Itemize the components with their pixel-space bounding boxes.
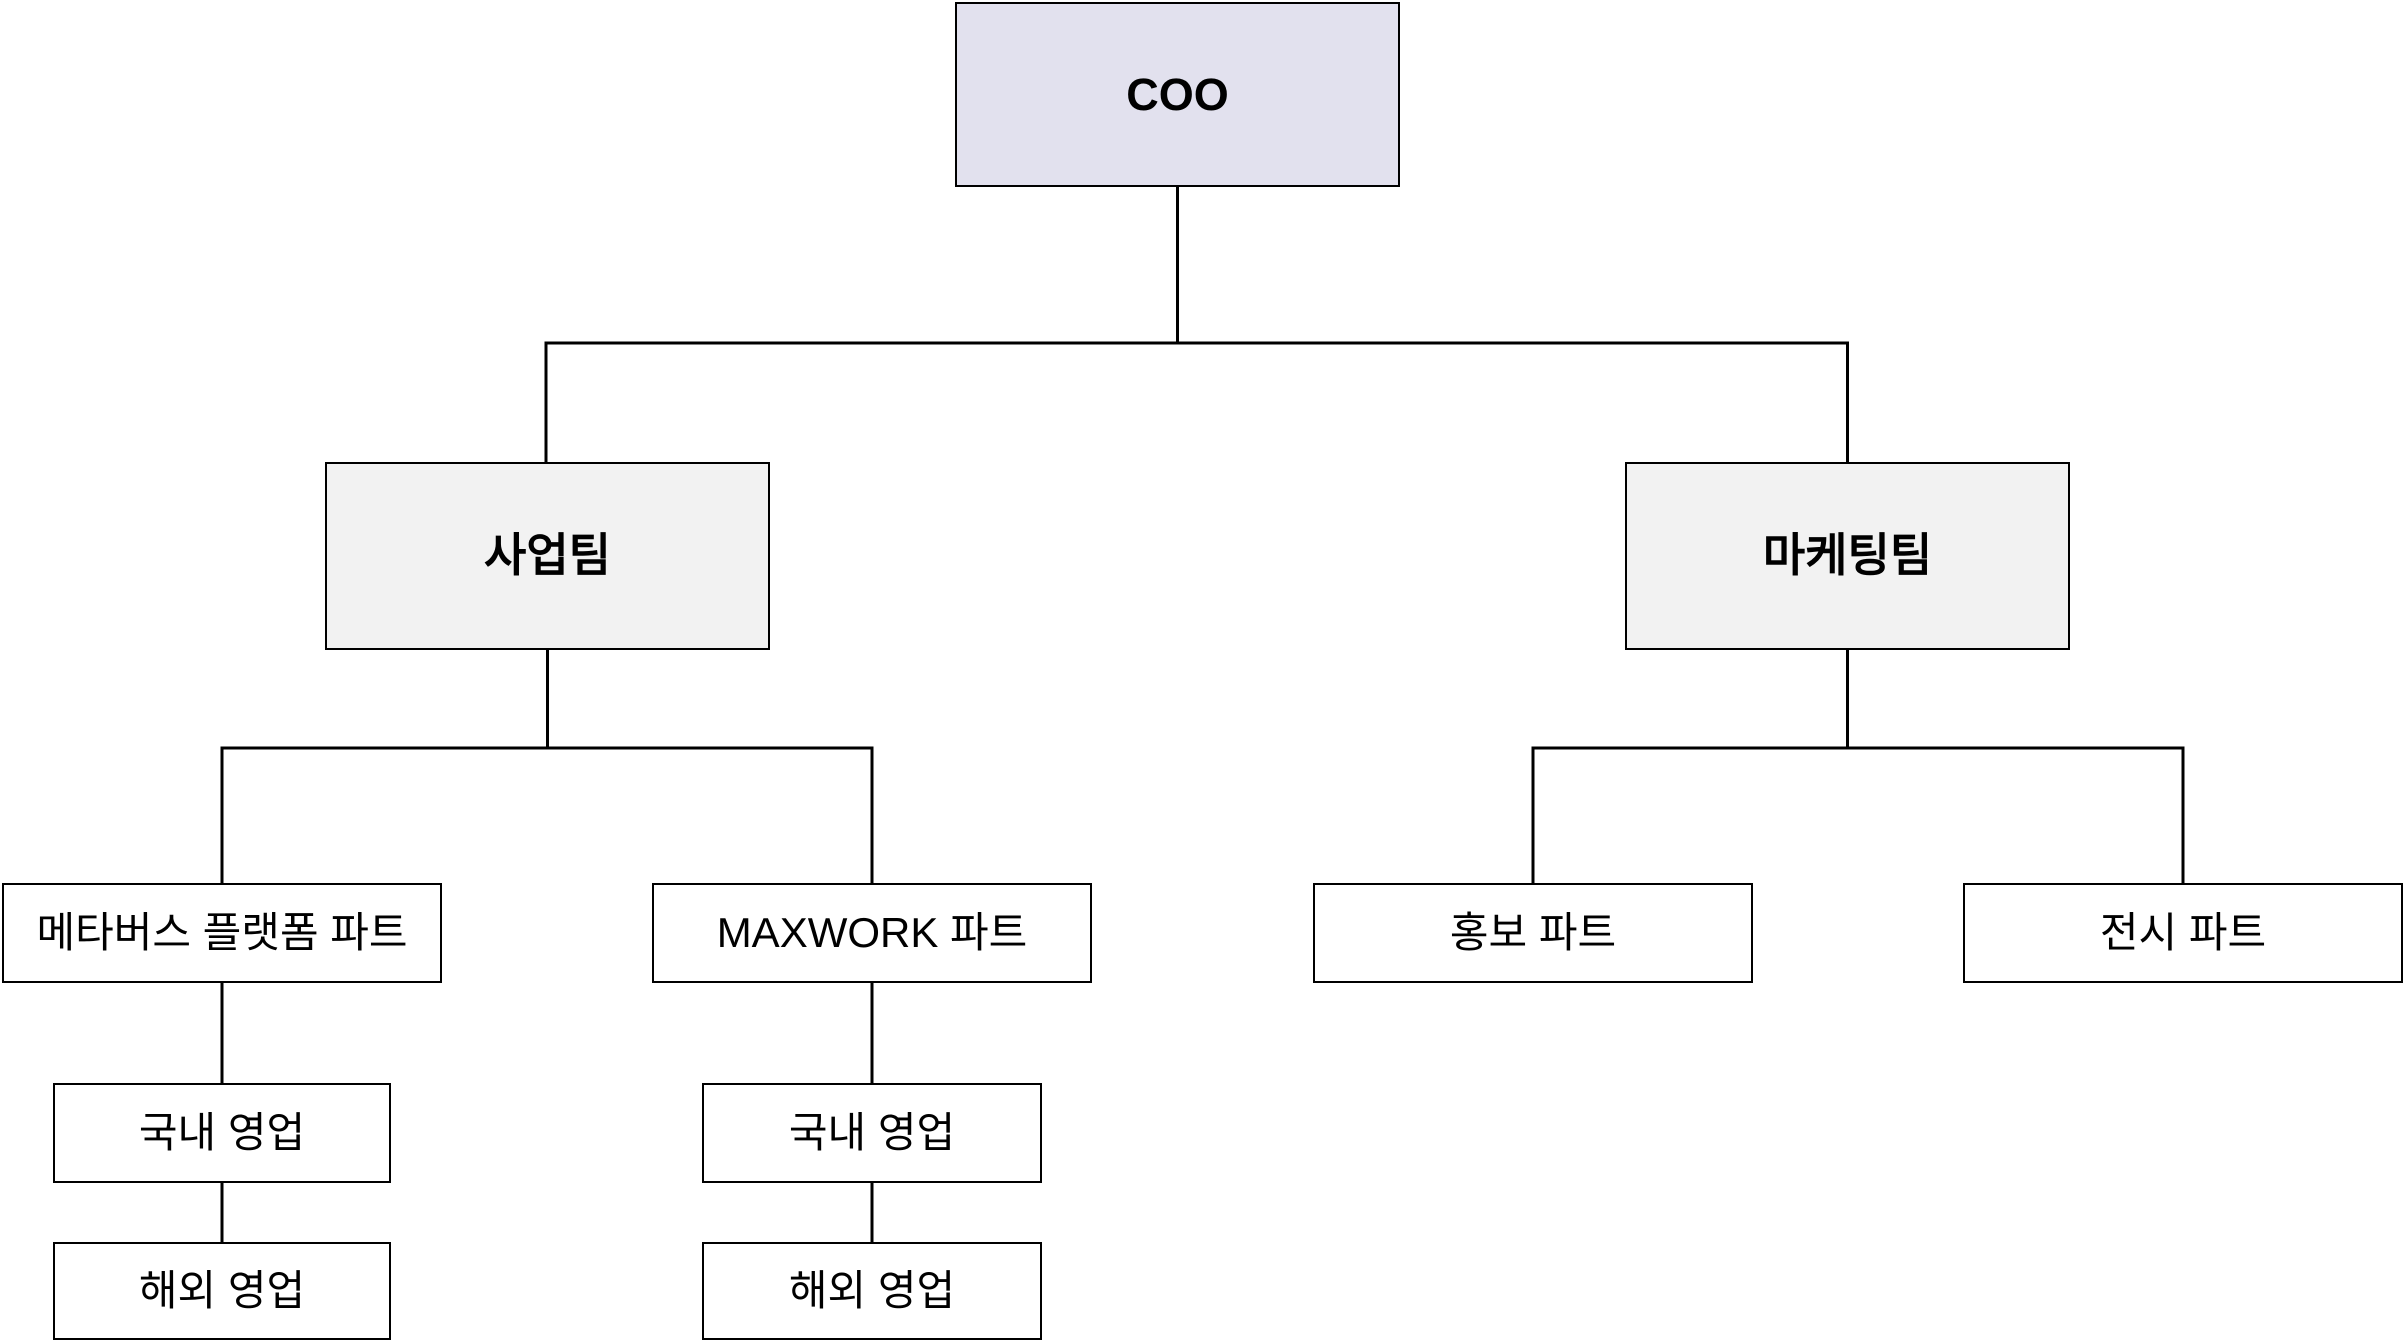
org-node-exhibition-part: 전시 파트 — [1963, 883, 2403, 983]
org-node-maxwork-overseas-sales-label: 해외 영업 — [788, 1266, 956, 1314]
org-node-marketing-team: 마케팅팀 — [1625, 462, 2070, 650]
org-node-coo-label: COO — [1126, 68, 1229, 120]
connector-coo-business-team — [544, 341, 1178, 462]
org-node-maxwork-part: MAXWORK 파트 — [652, 883, 1092, 983]
org-node-pr-part-label: 홍보 파트 — [1449, 908, 1617, 956]
connector-business-team-maxwork-part — [547, 746, 874, 883]
org-node-maxwork-domestic-sales-label: 국내 영업 — [788, 1108, 956, 1156]
org-node-maxwork-domestic-sales: 국내 영업 — [702, 1083, 1042, 1183]
org-node-business-team-label: 사업팀 — [484, 529, 611, 582]
org-node-metaverse-overseas-sales: 해외 영업 — [53, 1242, 391, 1340]
org-node-business-team: 사업팀 — [325, 462, 770, 650]
org-node-metaverse-overseas-sales-label: 해외 영업 — [138, 1266, 306, 1314]
org-node-maxwork-overseas-sales: 해외 영업 — [702, 1242, 1042, 1340]
org-node-maxwork-part-label: MAXWORK 파트 — [716, 908, 1028, 956]
org-node-metaverse-platform-part-label: 메타버스 플랫폼 파트 — [36, 908, 408, 956]
org-node-coo: COO — [955, 2, 1400, 187]
org-node-metaverse-platform-part: 메타버스 플랫폼 파트 — [2, 883, 442, 983]
connector-coo-marketing-team — [1177, 341, 1849, 462]
org-node-metaverse-domestic-sales: 국내 영업 — [53, 1083, 391, 1183]
connector-marketing-team-pr-part — [1531, 746, 1848, 883]
connector-business-team-metaverse-platform-part — [220, 746, 548, 883]
org-node-metaverse-domestic-sales-label: 국내 영업 — [138, 1108, 306, 1156]
org-node-pr-part: 홍보 파트 — [1313, 883, 1753, 983]
connector-marketing-team-exhibition-part — [1847, 746, 2185, 883]
org-node-exhibition-part-label: 전시 파트 — [2099, 908, 2267, 956]
org-node-marketing-team-label: 마케팅팀 — [1762, 529, 1933, 582]
